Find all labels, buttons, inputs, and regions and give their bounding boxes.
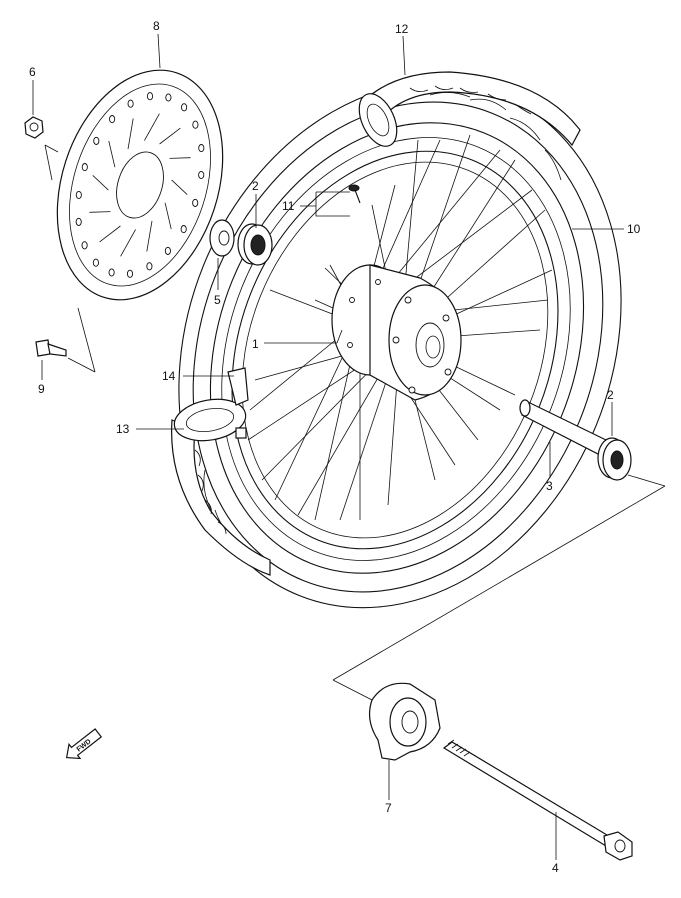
disc-hole <box>146 92 154 101</box>
nut-6 <box>24 116 44 139</box>
callout-2-left: 2 <box>252 179 259 193</box>
hub-1 <box>331 264 462 401</box>
callout-labels: 1 2 2 3 4 5 6 7 8 9 10 11 12 13 14 <box>29 19 641 875</box>
callout-3: 3 <box>546 479 553 493</box>
bearing-2-right <box>597 437 632 481</box>
disc-slot <box>171 179 188 195</box>
disc-hole <box>198 144 205 153</box>
disc-slot <box>92 175 109 191</box>
bearing-2-left <box>237 223 273 266</box>
front-axle-4 <box>442 739 633 861</box>
disc-hole <box>192 198 199 207</box>
forward-arrow-icon <box>65 728 103 760</box>
callout-13: 13 <box>116 422 130 436</box>
callout-4: 4 <box>552 861 559 875</box>
speedometer-gearbox-7 <box>368 682 441 761</box>
spacer-5 <box>209 219 235 257</box>
disc-hole <box>108 268 115 277</box>
disc-slot <box>89 211 111 213</box>
callout-8: 8 <box>153 19 160 33</box>
callout-7: 7 <box>385 801 392 815</box>
disc-hole <box>81 163 88 172</box>
callout-6: 6 <box>29 65 36 79</box>
disc-slot <box>108 140 116 168</box>
disc-slot <box>144 113 160 141</box>
callout-12: 12 <box>395 22 409 36</box>
disc-slot <box>146 220 153 252</box>
disc-slot <box>127 118 134 150</box>
disc-hole <box>93 136 100 145</box>
disc-hole <box>180 225 187 234</box>
disc-hole <box>75 190 82 200</box>
disc-hole <box>192 120 199 129</box>
disc-slot <box>120 229 136 257</box>
callout-14: 14 <box>162 369 176 383</box>
callout-leaders <box>32 33 624 860</box>
disc-hole <box>126 269 134 278</box>
disc-hole <box>164 246 171 255</box>
callout-5: 5 <box>214 293 221 307</box>
disc-hole <box>146 262 153 271</box>
tube-13 <box>171 398 271 576</box>
disc-slot <box>164 202 172 230</box>
disc-hole <box>92 258 99 267</box>
disc-slot <box>159 127 181 145</box>
disc-hole <box>127 99 134 108</box>
callout-9: 9 <box>38 382 45 396</box>
disc-hole <box>165 93 172 102</box>
callout-1: 1 <box>252 337 259 351</box>
assembly-guide-lines <box>44 144 666 701</box>
disc-hole <box>109 115 116 124</box>
callout-10: 10 <box>627 222 641 236</box>
disc-slot <box>169 157 191 159</box>
disc-slot <box>99 225 121 243</box>
disc-vent-holes <box>75 92 205 278</box>
disc-hole <box>198 170 205 180</box>
callout-11: 11 <box>282 199 295 213</box>
bolt-9 <box>35 339 67 357</box>
disc-hole <box>75 217 82 226</box>
forward-direction-marker: FWD <box>65 728 103 760</box>
callout-2-right: 2 <box>607 388 614 402</box>
brake-disc-8 <box>56 69 224 301</box>
disc-hole <box>181 103 188 112</box>
rim-band-14 <box>227 367 249 439</box>
tube-12 <box>358 71 581 147</box>
spoke-nipple-11 <box>348 184 361 204</box>
disc-hole <box>81 241 88 250</box>
